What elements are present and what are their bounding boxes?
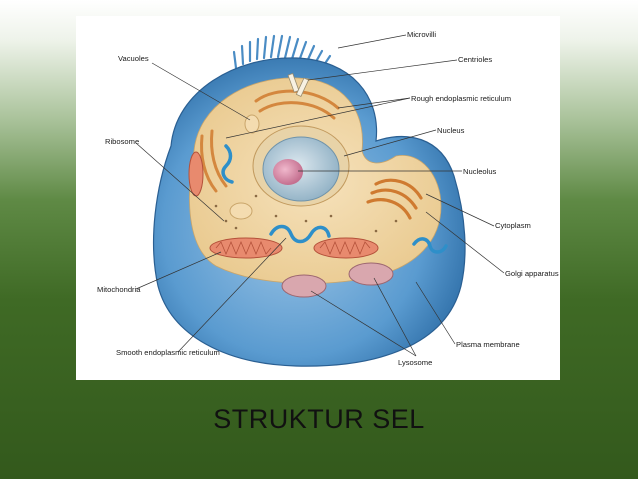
label-nucleus: Nucleus (437, 126, 465, 135)
label-ribosome: Ribosome (105, 137, 139, 146)
cell-diagram: Microvilli Centrioles Rough endoplasmic … (97, 30, 559, 367)
golgi-shape (366, 178, 423, 220)
label-cytoplasm: Cytoplasm (495, 221, 531, 230)
smooth-er-shape (221, 144, 448, 254)
label-vacuoles: Vacuoles (118, 54, 149, 63)
ribosome-dots (214, 194, 398, 233)
leader-lines (135, 34, 505, 357)
label-microvilli: Microvilli (407, 30, 436, 39)
vacuole-shape (229, 202, 253, 220)
nucleolus-shape (273, 159, 303, 185)
centrioles-shape (287, 73, 310, 97)
label-smooth-er: Smooth endoplasmic reticulum (116, 348, 220, 357)
vacuole-shape (244, 114, 260, 134)
slide-title: STRUKTUR SEL (213, 404, 425, 434)
label-nucleolus: Nucleolus (463, 167, 497, 176)
label-centrioles: Centrioles (458, 55, 492, 64)
label-golgi: Golgi apparatus (505, 269, 559, 278)
label-rough-er: Rough endoplasmic reticulum (411, 94, 511, 103)
label-mitochondria: Mitochondria (97, 285, 141, 294)
diagram-panel: Microvilli Centrioles Rough endoplasmic … (76, 16, 560, 380)
lysosome-shape (281, 262, 394, 298)
label-lysosome: Lysosome (398, 358, 432, 367)
label-plasma-membrane: Plasma membrane (456, 340, 520, 349)
